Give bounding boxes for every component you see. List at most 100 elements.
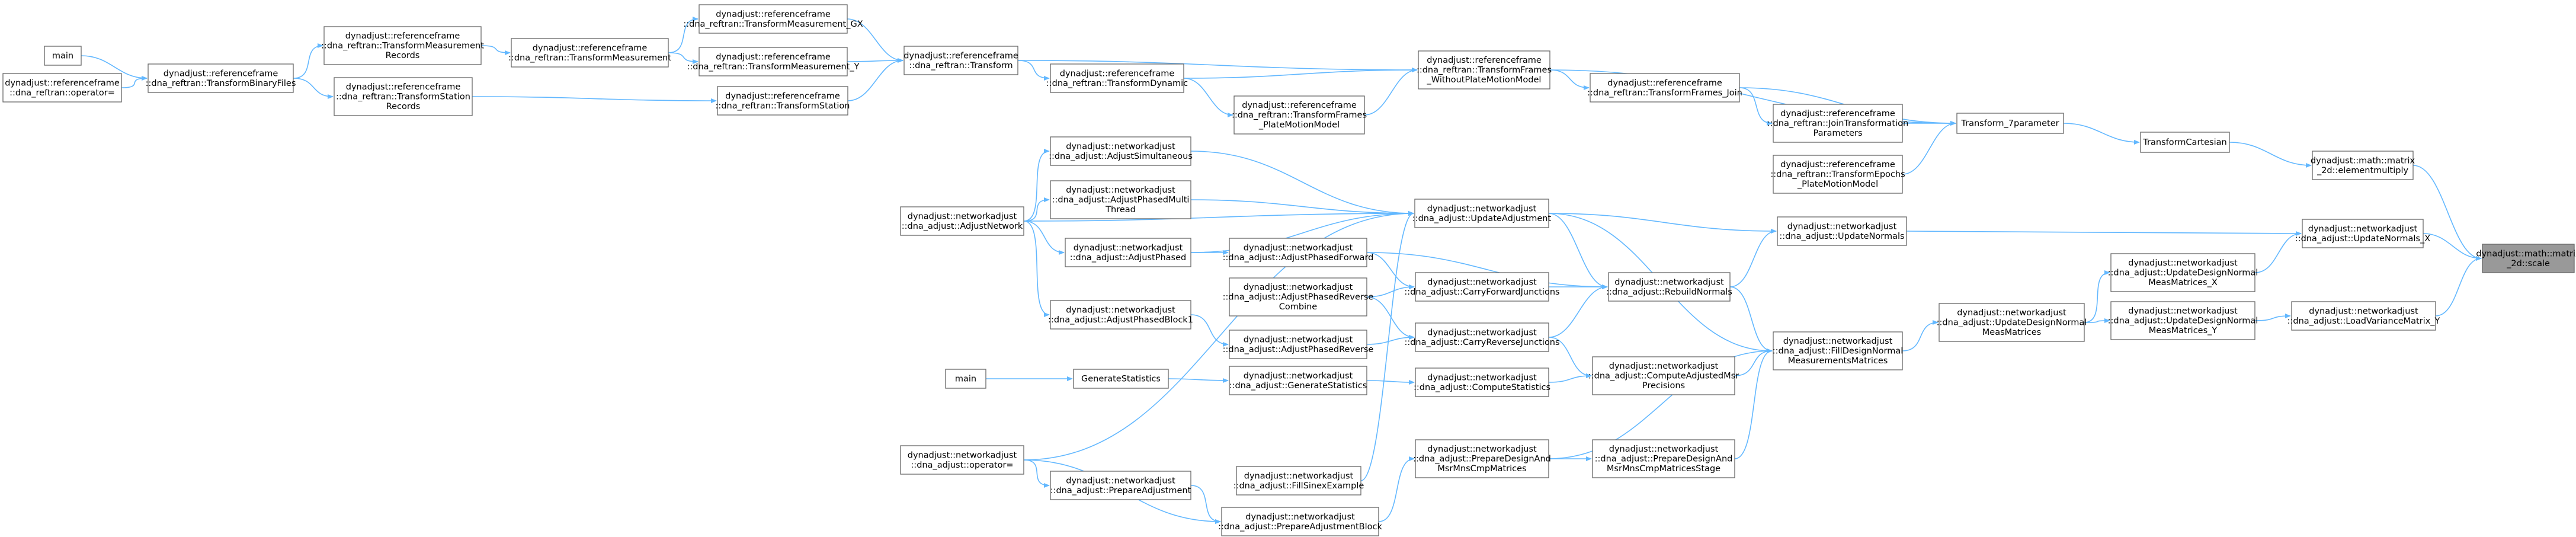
node-TransformCartesian[interactable]: TransformCartesian [2140,132,2230,153]
node-TransformEpochs_PlateMotionModel[interactable]: dynadjust::referenceframe::dna_reftran::… [1770,155,1905,194]
edge-line [2254,231,2302,273]
node-LoadVarianceMatrix_Y[interactable]: dynadjust::networkadjust::dna_adjust::Lo… [2287,301,2440,331]
edge-line [1190,199,1414,216]
node-box [2,73,122,103]
node-CarryReverseJunctions[interactable]: dynadjust::networkadjust::dna_adjust::Ca… [1404,322,1560,352]
node-TransformMeasurement_Y[interactable]: dynadjust::referenceframe::dna_reftran::… [687,47,860,76]
node-UpdateDesignNormalMeasMatrices[interactable]: dynadjust::networkadjust::dna_adjust::Up… [1937,303,2087,342]
node-AdjustPhasedMultiThread[interactable]: dynadjust::networkadjust::dna_adjust::Ad… [1050,180,1191,219]
node-UpdateDesignNormalMeasMatrices_Y[interactable]: dynadjust::networkadjust::dna_adjust::Up… [2108,301,2258,340]
node-AdjustSimultaneous[interactable]: dynadjust::networkadjust::dna_adjust::Ad… [1049,136,1193,166]
node-Transform_7parameter[interactable]: Transform_7parameter [1956,113,2064,134]
node-UpdateNormals_X[interactable]: dynadjust::networkadjust::dna_adjust::Up… [2295,219,2430,248]
node-TransformMeasurement[interactable]: dynadjust::referenceframe::dna_reftran::… [508,38,671,68]
node-box [1590,73,1740,103]
node-label-line: ::dna_reftran::TransformBinaryFiles [146,79,296,88]
edge-line [1023,459,1050,488]
node-Transform[interactable]: dynadjust::referenceframe::dna_reftran::… [903,46,1018,75]
node-label-line: main [52,52,73,61]
edge-AdjustPhasedForward-to-CarryForwardJunctions [1366,252,1415,289]
node-label-line: ::dna_adjust::AdjustPhasedBlock1 [1048,315,1193,325]
node-label-line: dynadjust::networkadjust [1244,283,1353,292]
node-operator_reftran[interactable]: dynadjust::referenceframe::dna_reftran::… [2,73,122,103]
node-label-line: dynadjust::networkadjust [1066,142,1175,151]
node-label-line: dynadjust::math::matrix [2311,156,2415,165]
node-GenerateStatistics_dna[interactable]: dynadjust::networkadjust::dna_adjust::Ge… [1229,366,1367,395]
node-label-line: dynadjust::networkadjust [1245,512,1355,522]
node-TransformStation[interactable]: dynadjust::referenceframe::dna_reftran::… [716,86,850,116]
node-box [44,46,82,66]
node-label-line: ::dna_adjust::UpdateDesignNormal [1937,318,2087,328]
node-layer: dynadjust::math::matrix_2d::scaledynadju… [2,4,2576,536]
node-label-line: dynadjust::networkadjust [1244,371,1353,381]
node-label-line: ::dna_adjust::UpdateAdjustment [1412,214,1552,223]
node-PrepareAdjustmentBlock[interactable]: dynadjust::networkadjust::dna_adjust::Pr… [1218,507,1382,536]
node-label-line: dynadjust::networkadjust [1787,222,1897,231]
node-UpdateDesignNormalMeasMatrices_X[interactable]: dynadjust::networkadjust::dna_adjust::Up… [2108,253,2258,292]
node-label-line: main [955,375,976,384]
node-AdjustPhasedBlock1[interactable]: dynadjust::networkadjust::dna_adjust::Ad… [1048,300,1193,330]
node-AdjustPhasedReverseCombine[interactable]: dynadjust::networkadjust::dna_adjust::Ad… [1223,277,1374,317]
edge-line [1548,285,1608,338]
node-label-line: ::dna_reftran::TransformFrames_Join [1587,88,1742,98]
edge-TransformMeasurement_GX-to-Transform [847,18,903,63]
node-TransformFrames_PlateMotionModel[interactable]: dynadjust::referenceframe::dna_reftran::… [1232,95,1367,135]
node-PrepareAdjustment[interactable]: dynadjust::networkadjust::dna_adjust::Pr… [1050,471,1191,500]
node-PrepareDesignAndMsrMnsCmpMatrices[interactable]: dynadjust::networkadjust::dna_adjust::Pr… [1413,439,1551,478]
node-label-line: dynadjust::networkadjust [1066,305,1175,315]
node-AdjustNetwork[interactable]: dynadjust::networkadjust::dna_adjust::Ad… [900,206,1024,236]
node-AdjustPhased[interactable]: dynadjust::networkadjust::dna_adjust::Ad… [1065,238,1191,267]
node-main_stats[interactable]: main [945,369,986,389]
node-UpdateNormals[interactable]: dynadjust::networkadjust::dna_adjust::Up… [1777,216,1907,246]
edge-line [1734,349,1773,376]
edge-CarryReverseJunctions-to-RebuildNormals [1548,285,1608,338]
node-AdjustPhasedReverse[interactable]: dynadjust::networkadjust::dna_adjust::Ad… [1223,330,1374,359]
edge-line [1729,286,1773,353]
node-PrepareDesignAndMsrMnsCmpMatricesStage[interactable]: dynadjust::networkadjust::dna_adjust::Pr… [1592,439,1735,478]
edge-layer [81,17,2482,524]
node-RebuildNormals[interactable]: dynadjust::networkadjust::dna_adjust::Re… [1606,272,1732,302]
node-label-line: ::dna_adjust::CarryForwardJunctions [1404,287,1559,297]
node-AdjustPhasedForward[interactable]: dynadjust::networkadjust::dna_adjust::Ad… [1223,238,1374,267]
node-TransformFrames_Join[interactable]: dynadjust::referenceframe::dna_reftran::… [1587,73,1742,103]
node-ComputeStatistics[interactable]: dynadjust::networkadjust::dna_adjust::Co… [1414,367,1550,397]
node-ComputeAdjustedMsrPrecisions[interactable]: dynadjust::networkadjust::dna_adjust::Co… [1588,356,1739,395]
node-label-line: dynadjust::networkadjust [1427,445,1537,454]
node-box [1073,369,1169,389]
edge-elementmultiply-to-target [2412,165,2482,261]
node-label-line: ::dna_reftran::TransformDynamic [1046,79,1188,88]
edge-TransformEpochs_PlateMotionModel-to-Transform_7parameter [1902,121,1956,175]
node-label-line: ::dna_adjust::UpdateNormals [1779,232,1904,241]
node-label-line: dynadjust::referenceframe [533,43,648,53]
edge-AdjustSimultaneous-to-UpdateAdjustment [1190,151,1414,216]
node-TransformMeasurementRecords[interactable]: dynadjust::referenceframe::dna_reftran::… [321,26,484,65]
node-box [1956,113,2064,134]
node-TransformStationRecords[interactable]: dynadjust::referenceframe::dna_reftran::… [334,77,473,116]
node-TransformDynamic[interactable]: dynadjust::referenceframe::dna_reftran::… [1046,63,1188,93]
edge-line [847,58,903,101]
node-CarryForwardJunctions[interactable]: dynadjust::networkadjust::dna_adjust::Ca… [1404,272,1560,302]
node-JoinTransformationParameters[interactable]: dynadjust::referenceframe::dna_reftran::… [1767,104,1908,143]
node-target[interactable]: dynadjust::math::matrix_2d::scale [2476,244,2576,273]
node-GenerateStatistics[interactable]: GenerateStatistics [1073,369,1169,389]
node-UpdateAdjustment[interactable]: dynadjust::networkadjust::dna_adjust::Up… [1412,199,1552,228]
node-TransformMeasurement_GX[interactable]: dynadjust::referenceframe::dna_reftran::… [683,4,863,34]
edge-line [847,18,903,63]
node-main_reftran[interactable]: main [44,46,82,66]
edge-UpdateNormals_X-to-target [2423,233,2482,261]
node-operator_adjust[interactable]: dynadjust::networkadjust::dna_adjust::op… [900,445,1024,475]
edge-line [1548,373,1592,383]
node-box [2110,301,2255,340]
edge-line [293,43,323,79]
node-label-line: ::dna_adjust::AdjustPhasedMulti [1052,196,1190,205]
node-box [1229,366,1367,395]
node-label-line: dynadjust::networkadjust [908,450,1017,460]
node-TransformFrames_WithoutPlateMotionModel[interactable]: dynadjust::referenceframe::dna_reftran::… [1417,50,1552,90]
node-TransformBinaryFiles[interactable]: dynadjust::referenceframe::dna_reftran::… [146,63,296,93]
node-label-line: Parameters [1814,129,1863,138]
node-elementmultiply[interactable]: dynadjust::math::matrix_2d::elementmulti… [2311,151,2415,180]
edge-PrepareAdjustmentBlock-to-PrepareDesignAndMsrMnsCmpMatrices [1378,456,1415,522]
node-FillDesignNormalMeasurementsMatrices[interactable]: dynadjust::networkadjust::dna_adjust::Fi… [1773,331,1904,370]
edge-line [1360,211,1414,481]
node-FillSinexExample[interactable]: dynadjust::networkadjust::dna_adjust::Fi… [1233,466,1364,496]
